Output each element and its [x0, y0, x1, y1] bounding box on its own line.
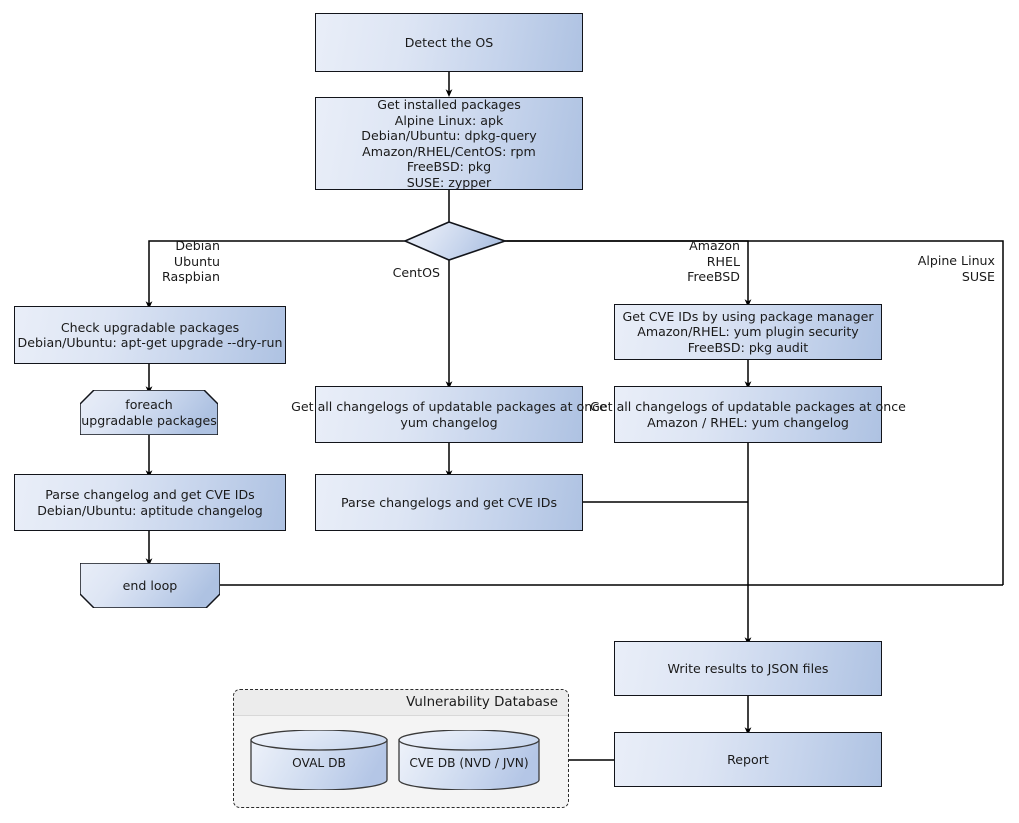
- node-parse-changelog-debian[interactable]: Parse changelog and get CVE IDs Debian/U…: [14, 474, 286, 531]
- node-get-installed-packages-label: Get installed packages Alpine Linux: apk…: [361, 97, 537, 190]
- vulnerability-database-title: Vulnerability Database: [406, 695, 558, 710]
- node-parse-changelogs-centos-label: Parse changelogs and get CVE IDs: [340, 494, 558, 510]
- cve-db-shape: [398, 729, 540, 791]
- node-get-installed-packages[interactable]: Get installed packages Alpine Linux: apk…: [315, 97, 583, 190]
- node-check-upgradable[interactable]: Check upgradable packages Debian/Ubuntu:…: [14, 306, 286, 364]
- branch-label-alpine: Alpine Linux SUSE: [917, 253, 995, 284]
- vulnerability-database-group: Vulnerability Database OVAL DB CVE DB (N…: [233, 689, 569, 808]
- end-loop-shape: [80, 563, 220, 608]
- node-parse-changelogs-centos[interactable]: Parse changelogs and get CVE IDs: [315, 474, 583, 531]
- vulnerability-database-title-bar: Vulnerability Database: [234, 690, 568, 716]
- node-changelogs-amazon-label: Get all changelogs of updatable packages…: [590, 399, 906, 430]
- branch-label-amazon: Amazon RHEL FreeBSD: [687, 238, 740, 285]
- node-report[interactable]: Report: [614, 732, 882, 787]
- node-end-loop-label: end loop: [122, 577, 178, 593]
- oval-db-cylinder[interactable]: OVAL DB: [250, 729, 388, 791]
- branch-label-centos: CentOS: [392, 265, 440, 280]
- node-foreach-loop[interactable]: foreach upgradable packages: [80, 390, 218, 435]
- node-write-results[interactable]: Write results to JSON files: [614, 641, 882, 696]
- os-decision-diamond: [402, 221, 508, 261]
- node-changelogs-centos-label: Get all changelogs of updatable packages…: [291, 399, 607, 430]
- node-parse-changelog-debian-label: Parse changelog and get CVE IDs Debian/U…: [37, 487, 263, 518]
- node-get-cve-ids-pkgmgr-label: Get CVE IDs by using package manager Ama…: [622, 308, 874, 355]
- node-detect-os-label: Detect the OS: [404, 34, 494, 50]
- node-end-loop[interactable]: end loop: [80, 563, 220, 608]
- node-changelogs-centos[interactable]: Get all changelogs of updatable packages…: [291, 386, 607, 443]
- node-detect-os[interactable]: Detect the OS: [315, 13, 583, 72]
- node-check-upgradable-label: Check upgradable packages Debian/Ubuntu:…: [17, 319, 283, 351]
- foreach-loop-shape: [80, 390, 218, 435]
- branch-label-debian: Debian Ubuntu Raspbian: [162, 238, 220, 285]
- node-foreach-loop-label: foreach upgradable packages: [81, 397, 217, 428]
- oval-db-shape: [250, 729, 388, 791]
- node-report-label: Report: [727, 751, 769, 767]
- node-changelogs-amazon[interactable]: Get all changelogs of updatable packages…: [590, 386, 906, 443]
- cve-db-cylinder[interactable]: CVE DB (NVD / JVN): [398, 729, 540, 791]
- node-write-results-label: Write results to JSON files: [667, 660, 829, 676]
- node-get-cve-ids-pkgmgr[interactable]: Get CVE IDs by using package manager Ama…: [614, 304, 882, 360]
